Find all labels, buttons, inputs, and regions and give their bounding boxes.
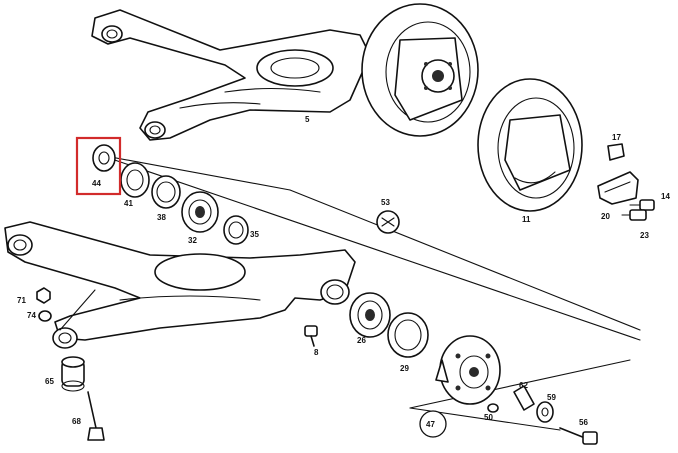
callout-11: 11	[522, 215, 531, 224]
sleeve-62	[513, 385, 535, 411]
nut-53	[376, 210, 400, 234]
callout-26: 26	[357, 336, 366, 345]
bolt-8	[304, 325, 318, 347]
callout-65: 65	[45, 377, 54, 386]
nut-71	[36, 287, 51, 304]
bracket-20	[597, 171, 639, 205]
bushing-65	[61, 356, 85, 392]
watermark: MOTOMAMI	[10, 429, 77, 443]
callout-62: 62	[519, 381, 528, 390]
callout-32: 32	[188, 236, 197, 245]
bearing-26	[349, 292, 391, 338]
callout-71: 71	[17, 296, 26, 305]
clip-17	[607, 143, 625, 161]
seal-29	[387, 312, 429, 358]
pin-50	[487, 403, 499, 413]
callout-35: 35	[250, 230, 259, 239]
callout-29: 29	[400, 364, 409, 373]
callout-47-badge: 47	[419, 410, 447, 438]
seal-35	[223, 215, 249, 245]
bolt-23	[621, 209, 647, 221]
callout-47: 47	[426, 420, 435, 429]
bolt-14	[629, 199, 655, 211]
callout-68: 68	[72, 417, 81, 426]
callout-56: 56	[579, 418, 588, 427]
wheel-hub-flange	[435, 335, 501, 405]
callout-38: 38	[157, 213, 166, 222]
callout-50: 50	[484, 413, 493, 422]
bearing-38	[151, 175, 181, 209]
callout-20: 20	[601, 212, 610, 221]
roller-bearing-32	[181, 191, 219, 233]
callout-44: 44	[92, 179, 101, 188]
upper-control-arm	[91, 9, 371, 141]
bolt-56	[559, 427, 598, 445]
bearing-race-41	[120, 162, 150, 198]
callout-23: 23	[640, 231, 649, 240]
assembly-axis-lines	[59, 154, 641, 431]
callout-74: 74	[27, 311, 36, 320]
brake-disc-hub	[361, 3, 479, 137]
seal-ring-44	[92, 144, 116, 172]
washer-59	[536, 401, 554, 423]
callout-14: 14	[661, 192, 670, 201]
callout-41: 41	[124, 199, 133, 208]
lower-control-arm	[4, 221, 356, 349]
washer-74	[38, 310, 52, 322]
callout-53: 53	[381, 198, 390, 207]
callout-8: 8	[314, 348, 319, 357]
callout-59: 59	[547, 393, 556, 402]
callout-5: 5	[305, 115, 310, 124]
highlight-box-44	[75, 136, 122, 196]
brake-backing-plate	[477, 78, 583, 212]
bolt-68	[87, 391, 105, 441]
callout-17: 17	[612, 133, 621, 142]
